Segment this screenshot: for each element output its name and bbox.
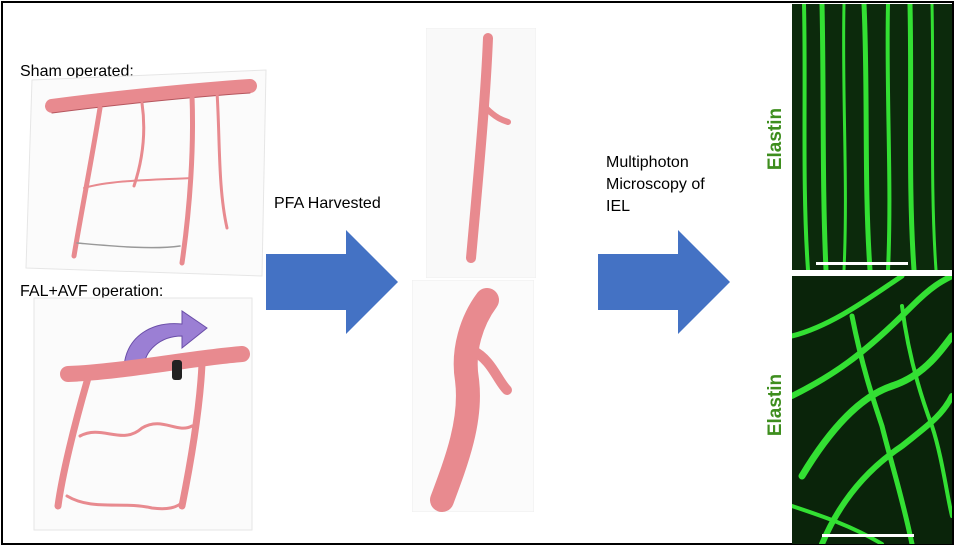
sham-vessel-sketch: [22, 68, 272, 283]
harvested-pfa-sham-sketch: [426, 28, 536, 278]
fal-avf-vessel-sketch: [32, 296, 254, 532]
fal-avf-operation-label: FAL+AVF operation:: [20, 283, 164, 300]
elastin-label-top: Elastin: [765, 107, 787, 171]
process-arrow-2: [598, 230, 730, 334]
multiphoton-label-line3: IEL: [606, 198, 631, 215]
pfa-harvested-label: PFA Harvested: [274, 195, 381, 212]
microscopy-image-sham: [792, 4, 952, 270]
harvested-pfa-avf-sketch: [412, 280, 534, 512]
multiphoton-label-line2: Microscopy of: [606, 176, 705, 193]
process-arrow-1: [266, 230, 398, 334]
sham-operated-label: Sham operated:: [20, 63, 134, 80]
multiphoton-label-line1: Multiphoton: [606, 154, 689, 171]
microscopy-image-avf: [792, 276, 952, 544]
elastin-label-bottom: Elastin: [765, 373, 787, 437]
